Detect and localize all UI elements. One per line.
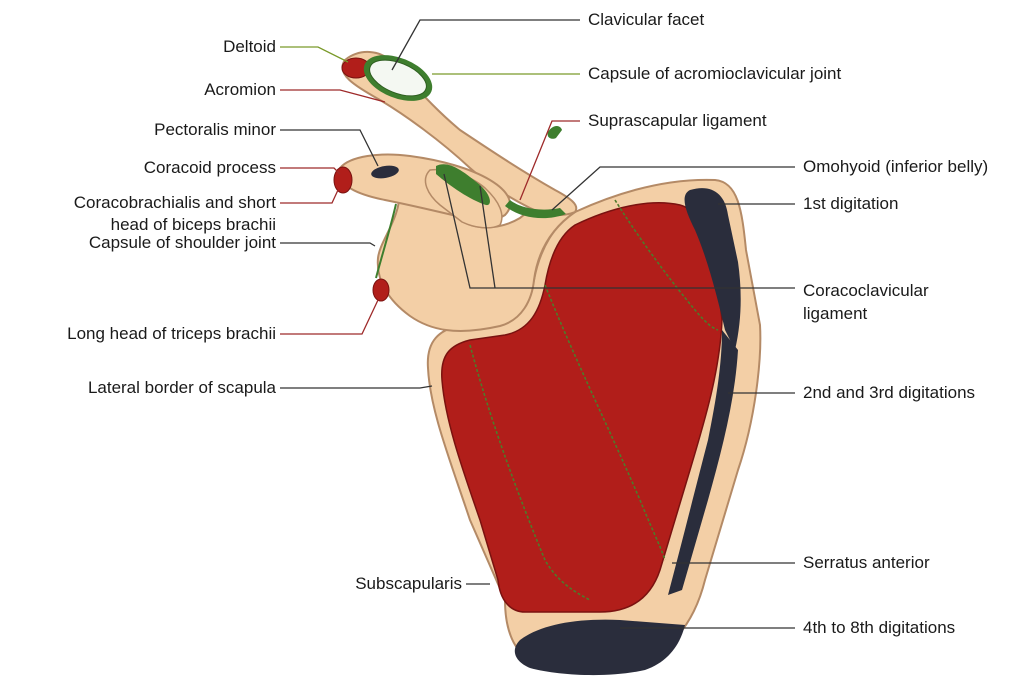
label-coracoclavicular-line2: ligament	[803, 303, 867, 325]
label-first-digitation: 1st digitation	[803, 193, 898, 215]
label-deltoid: Deltoid	[223, 36, 276, 58]
label-capsule-acromioclavicular: Capsule of acromioclavicular joint	[588, 63, 841, 85]
label-serratus-anterior: Serratus anterior	[803, 552, 930, 574]
label-2nd-3rd-digitations: 2nd and 3rd digitations	[803, 382, 975, 404]
label-clavicular-facet: Clavicular facet	[588, 9, 704, 31]
label-omohyoid: Omohyoid (inferior belly)	[803, 156, 988, 178]
label-capsule-shoulder-joint: Capsule of shoulder joint	[89, 232, 276, 254]
label-coracoclavicular-line1: Coracoclavicular	[803, 280, 929, 302]
label-lateral-border: Lateral border of scapula	[88, 377, 276, 399]
label-coracoid-process: Coracoid process	[144, 157, 276, 179]
label-pectoralis-minor: Pectoralis minor	[154, 119, 276, 141]
label-subscapularis: Subscapularis	[355, 573, 462, 595]
label-coracobrachialis-line1: Coracobrachialis and short	[74, 192, 276, 214]
label-suprascapular-ligament: Suprascapular ligament	[588, 110, 767, 132]
label-acromion: Acromion	[204, 79, 276, 101]
label-long-head-triceps: Long head of triceps brachii	[67, 323, 276, 345]
label-4th-8th-digitations: 4th to 8th digitations	[803, 617, 955, 639]
triceps-long-head-attachment	[373, 279, 389, 301]
